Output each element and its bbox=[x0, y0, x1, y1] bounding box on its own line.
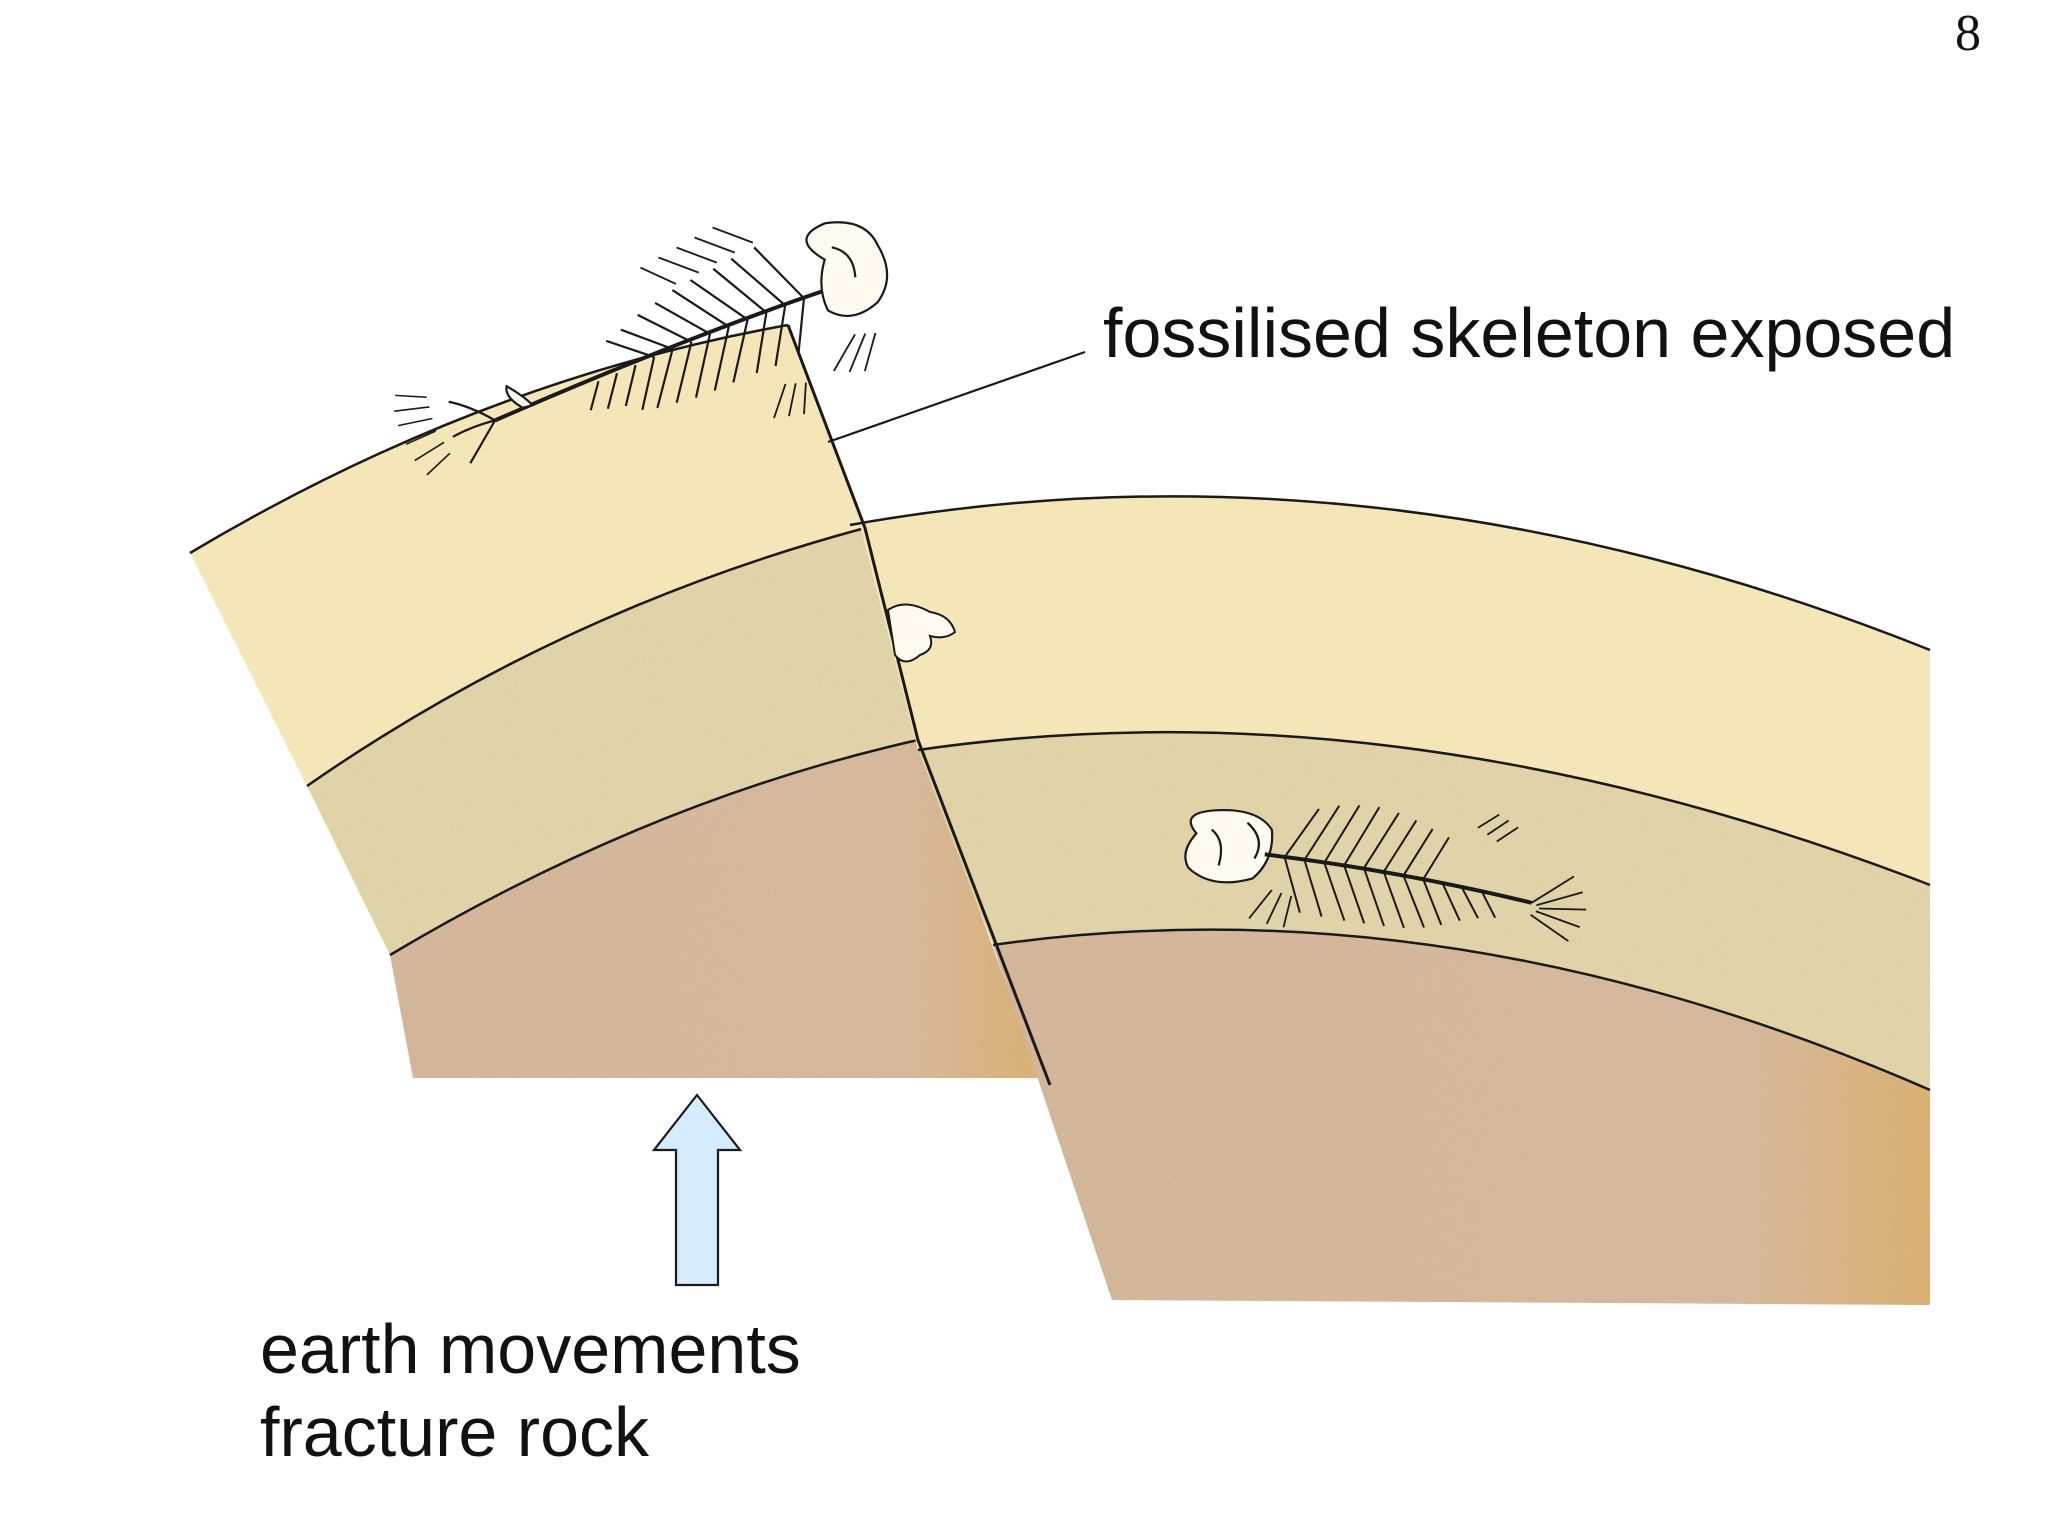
left-top-stratum bbox=[190, 325, 865, 786]
up-arrow-icon bbox=[651, 1093, 743, 1287]
earth-movements-line1: earth movements bbox=[260, 1310, 801, 1388]
right-top-stratum bbox=[860, 496, 1930, 885]
earth-movements-line2: fracture rock bbox=[260, 1392, 649, 1471]
callout-line bbox=[827, 350, 1086, 444]
right-rock-block bbox=[849, 495, 1931, 1305]
earth-movements-label: earth movements fracture rock bbox=[260, 1308, 801, 1473]
fossil-exposed-label: fossilised skeleton exposed bbox=[1103, 294, 1956, 372]
fish-skeleton-icon-lower bbox=[1184, 804, 1587, 942]
left-rock-block bbox=[189, 323, 1040, 1078]
page-number: 8 bbox=[1955, 5, 1981, 62]
right-middle-stratum bbox=[918, 732, 1930, 1090]
left-bottom-stratum bbox=[390, 740, 1040, 1078]
left-middle-stratum bbox=[307, 528, 918, 955]
fossil-fragment bbox=[886, 603, 957, 663]
right-bottom-stratum bbox=[993, 929, 1930, 1305]
fish-skeleton-icon bbox=[394, 221, 889, 476]
